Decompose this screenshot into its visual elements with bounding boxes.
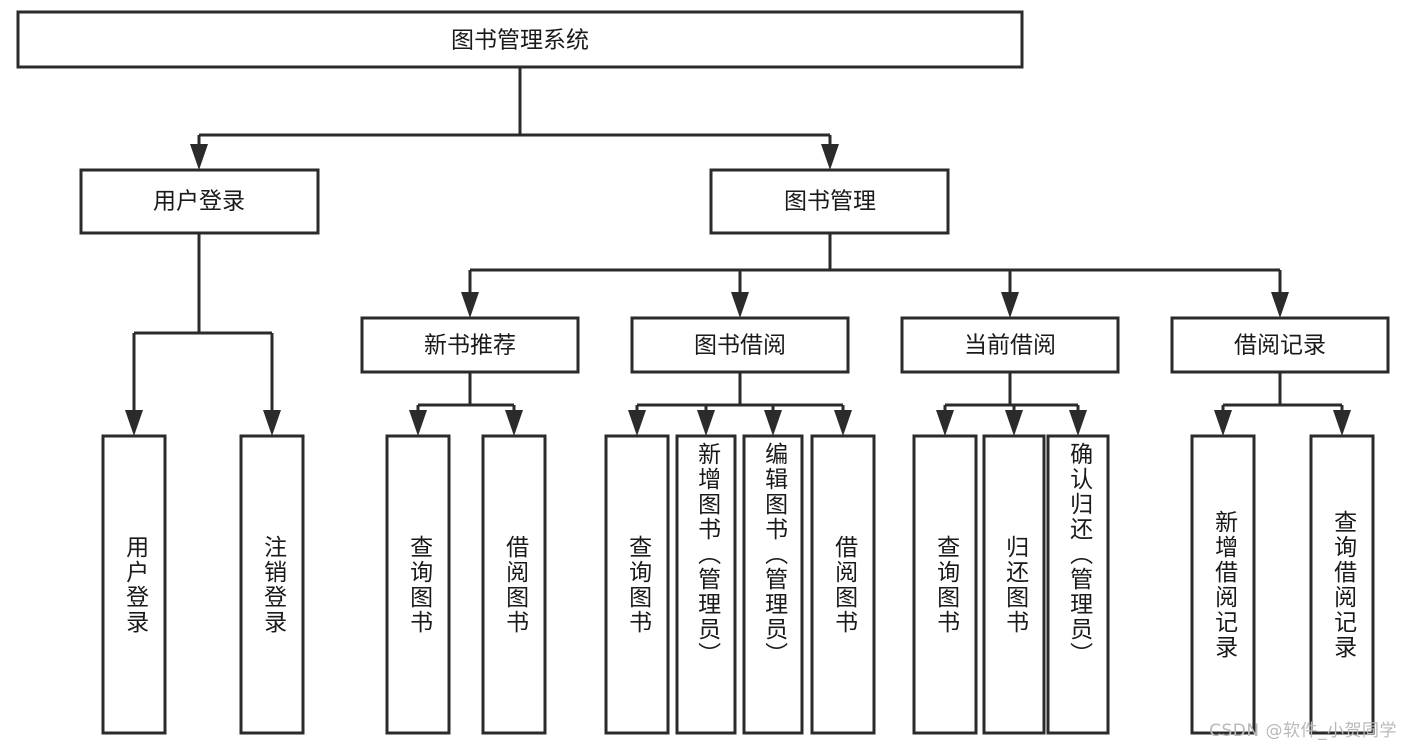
arrowhead-book-borrow (731, 292, 749, 318)
node-book-manage-label: 图书管理 (784, 189, 876, 215)
node-book-borrow-label: 图书借阅 (694, 333, 786, 359)
leaf-box-query-book-borrow[interactable] (604, 434, 670, 735)
node-borrow-record-label: 借阅记录 (1234, 333, 1326, 359)
arrowhead-leaf-add-book (697, 410, 715, 436)
arrowhead-leaf-borrow-book-a (505, 410, 523, 436)
node-user-login[interactable] (79, 168, 320, 235)
arrowhead-new-book (461, 292, 479, 318)
leaf-box-add-borrow-record[interactable] (1190, 434, 1256, 735)
arrowhead-leaf-confirm-return (1069, 410, 1087, 436)
arrowhead-leaf-query-record (1333, 410, 1351, 436)
node-layer: 图书管理系统 用户登录 图书管理 新书推荐 图书借阅 当前借阅 借阅记录 (16, 10, 1390, 735)
node-current-borrow-label: 当前借阅 (964, 333, 1056, 359)
arrowhead-current-borrow (1001, 292, 1019, 318)
node-current-borrow[interactable] (900, 316, 1120, 374)
arrowhead-leaf-add-record (1214, 410, 1232, 436)
leaf-box-return-book[interactable] (982, 434, 1046, 735)
node-root-label: 图书管理系统 (451, 28, 589, 54)
leaf-box-user-login[interactable] (101, 434, 167, 735)
leaf-box-borrow-book-borrow[interactable] (810, 434, 876, 735)
leaf-box-logout[interactable] (239, 434, 305, 735)
node-borrow-record[interactable] (1170, 316, 1390, 374)
node-root-book-system[interactable] (16, 10, 1024, 69)
node-new-book-recommend[interactable] (360, 316, 580, 374)
node-user-login-label: 用户登录 (153, 189, 245, 215)
node-book-manage[interactable] (709, 168, 950, 235)
node-new-book-recommend-label: 新书推荐 (424, 333, 516, 359)
arrowhead-leaf-edit-book (764, 410, 782, 436)
arrowhead-leaf-query-book-a (409, 410, 427, 436)
leaf-box-query-borrow-record[interactable] (1309, 434, 1375, 735)
leaf-box-add-book-admin[interactable] (675, 434, 737, 735)
node-book-borrow[interactable] (630, 316, 850, 374)
arrowhead-leaf-borrow-book-b (834, 410, 852, 436)
leaf-box-borrow-book-newbook[interactable] (481, 434, 547, 735)
arrowhead-leaf-user-login (125, 410, 143, 436)
arrowhead-leaf-logout (263, 410, 281, 436)
arrowhead-book-manage (821, 144, 839, 170)
leaf-box-query-book-current[interactable] (912, 434, 978, 735)
arrowhead-leaf-return-book (1005, 410, 1023, 436)
leaf-box-query-book-newbook[interactable] (385, 434, 451, 735)
arrowhead-leaf-query-book-b (628, 410, 646, 436)
arrowhead-user-login (190, 144, 208, 170)
leaf-box-edit-book-admin[interactable] (742, 434, 804, 735)
arrowhead-borrow-record (1271, 292, 1289, 318)
arrowhead-leaf-query-book-c (936, 410, 954, 436)
connector-layer (125, 67, 1351, 436)
leaf-box-confirm-return-admin[interactable] (1046, 434, 1110, 735)
